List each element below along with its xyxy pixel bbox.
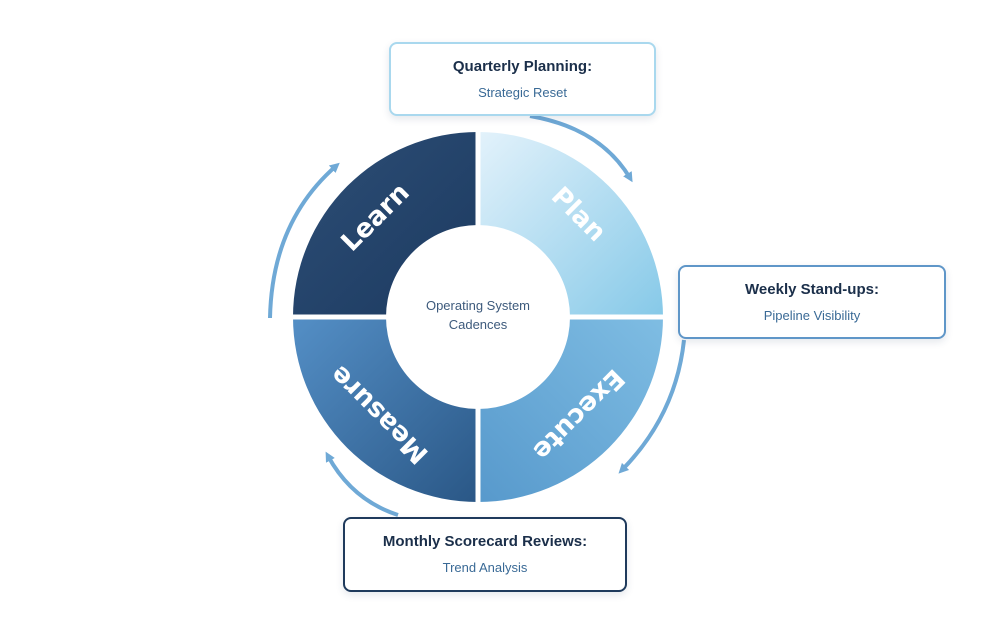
callout-monthly-subtitle: Trend Analysis bbox=[442, 560, 528, 575]
callout-monthly-reviews: Monthly Scorecard Reviews: Trend Analysi… bbox=[343, 517, 627, 592]
callout-quarterly-title: Quarterly Planning: bbox=[452, 57, 593, 75]
segment-plan bbox=[478, 132, 663, 317]
callout-quarterly-planning: Quarterly Planning: Strategic Reset bbox=[389, 42, 656, 116]
callout-monthly-title: Monthly Scorecard Reviews: bbox=[382, 533, 588, 550]
center-hub bbox=[387, 226, 569, 408]
arrow-to-plan bbox=[529, 114, 633, 183]
callout-weekly-subtitle: Pipeline Visibility bbox=[763, 307, 861, 323]
arrow-to-execute bbox=[618, 339, 686, 474]
center-label-line2: Cadences bbox=[449, 317, 508, 332]
callout-weekly-standups: Weekly Stand-ups: Pipeline Visibility bbox=[678, 265, 946, 339]
segment-learn bbox=[293, 132, 478, 317]
segment-measure bbox=[293, 317, 478, 502]
segment-execute bbox=[478, 317, 663, 502]
center-label-line1: Operating System bbox=[426, 298, 530, 313]
callout-quarterly-subtitle: Strategic Reset bbox=[478, 84, 567, 100]
arrow-to-learn bbox=[268, 162, 340, 319]
arrow-to-measure bbox=[325, 451, 399, 517]
callout-weekly-title: Weekly Stand-ups: bbox=[745, 280, 879, 298]
